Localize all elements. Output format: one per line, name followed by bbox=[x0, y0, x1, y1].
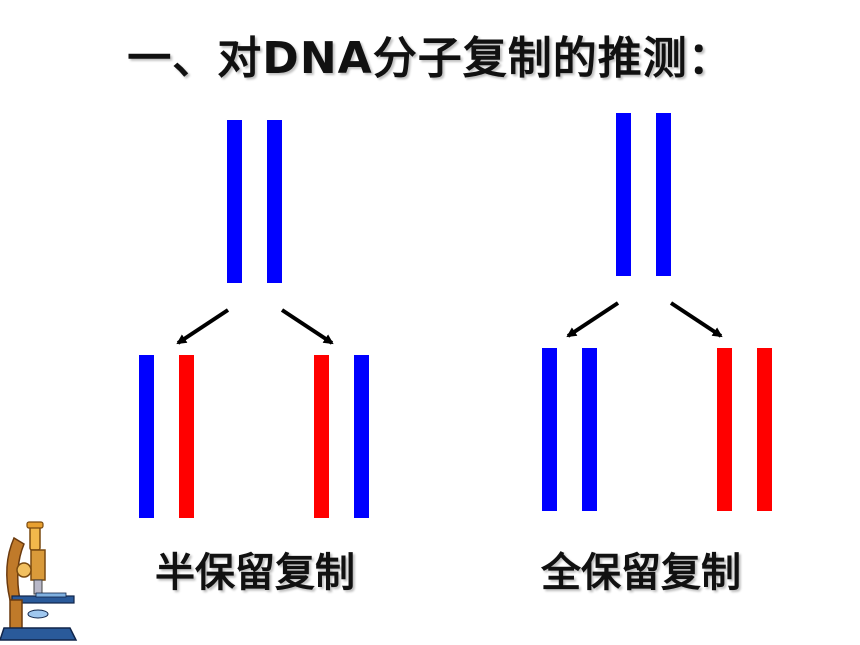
daughter1-old-strand-a bbox=[542, 348, 557, 511]
microscope-icon bbox=[0, 521, 78, 641]
semi-conservative-caption: 半保留复制 bbox=[155, 550, 355, 596]
parent-strand-a bbox=[616, 113, 631, 276]
semi-conservative-model bbox=[139, 120, 369, 518]
daughter2-old-strand bbox=[354, 355, 369, 518]
conservative-caption: 全保留复制 bbox=[541, 550, 741, 596]
daughter1-new-strand bbox=[179, 355, 194, 518]
daughter2-new-strand-b bbox=[757, 348, 772, 511]
daughter2-new-strand-a bbox=[717, 348, 732, 511]
parent-strand-a bbox=[227, 120, 242, 283]
daughter1-old-strand bbox=[139, 355, 154, 518]
arrow-right bbox=[669, 301, 723, 338]
arrow-left bbox=[176, 308, 230, 345]
arrow-right bbox=[280, 308, 334, 345]
arrow-left bbox=[566, 301, 620, 338]
page-title: 一、对DNA分子复制的推测： bbox=[127, 33, 733, 84]
parent-strand-b bbox=[267, 120, 282, 283]
daughter1-old-strand-b bbox=[582, 348, 597, 511]
parent-strand-b bbox=[656, 113, 671, 276]
daughter2-new-strand bbox=[314, 355, 329, 518]
conservative-model bbox=[542, 113, 772, 511]
